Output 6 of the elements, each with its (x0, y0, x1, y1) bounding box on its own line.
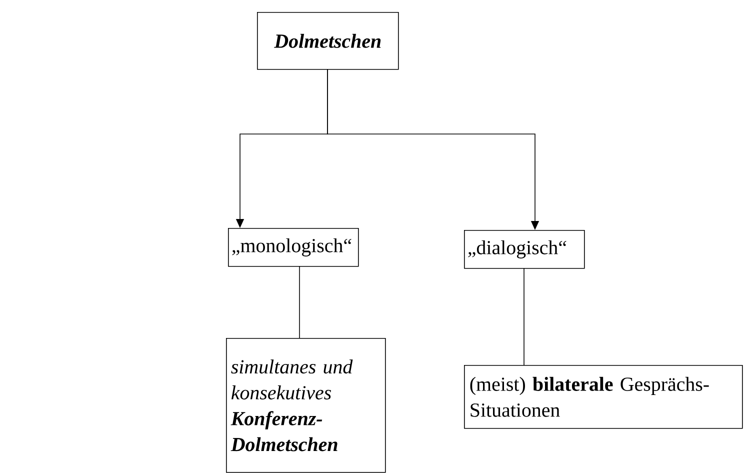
category-box: „dialogisch“ (464, 230, 585, 269)
title-box: Dolmetschen (257, 12, 399, 70)
connector-line (299, 266, 300, 338)
description-box: simultanes und konsekutives Konferenz-Dolmetschen (226, 338, 386, 473)
description-box: (meist) bilaterale Gesprächs-Situationen (464, 365, 743, 429)
category-box: „monologisch“ (228, 228, 359, 267)
